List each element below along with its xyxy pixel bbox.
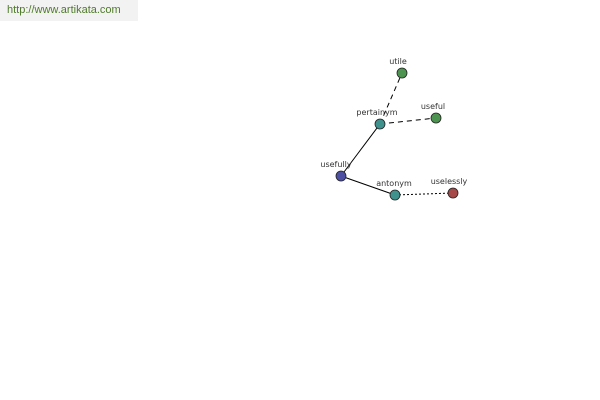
graph-nodes: usefully pertainym antonym utile useful usele… (320, 57, 468, 201)
graph-edges (340, 72, 454, 196)
node-label-antonym: antonym (376, 179, 412, 188)
node-uselessly[interactable] (447, 187, 459, 199)
node-label-uselessly: uselessly (431, 177, 468, 186)
edge-antonym-uselessly (394, 192, 454, 196)
edge-pertainym-utile (379, 72, 403, 125)
edge-usefully-antonym (340, 175, 396, 196)
node-utile[interactable] (396, 67, 408, 79)
source-bar: http://www.artikata.com (0, 0, 138, 21)
node-label-pertainym: pertainym (356, 108, 397, 117)
edge-usefully-pertainym (340, 123, 381, 177)
node-label-utile: utile (389, 57, 407, 66)
node-label-useful: useful (421, 102, 445, 111)
node-useful[interactable] (430, 112, 442, 124)
node-usefully[interactable] (335, 170, 347, 182)
node-pertainym[interactable] (374, 118, 386, 130)
node-label-usefully: usefully (320, 160, 351, 169)
source-link[interactable]: http://www.artikata.com (7, 4, 121, 16)
node-antonym[interactable] (389, 189, 401, 201)
edge-pertainym-useful (379, 117, 437, 125)
